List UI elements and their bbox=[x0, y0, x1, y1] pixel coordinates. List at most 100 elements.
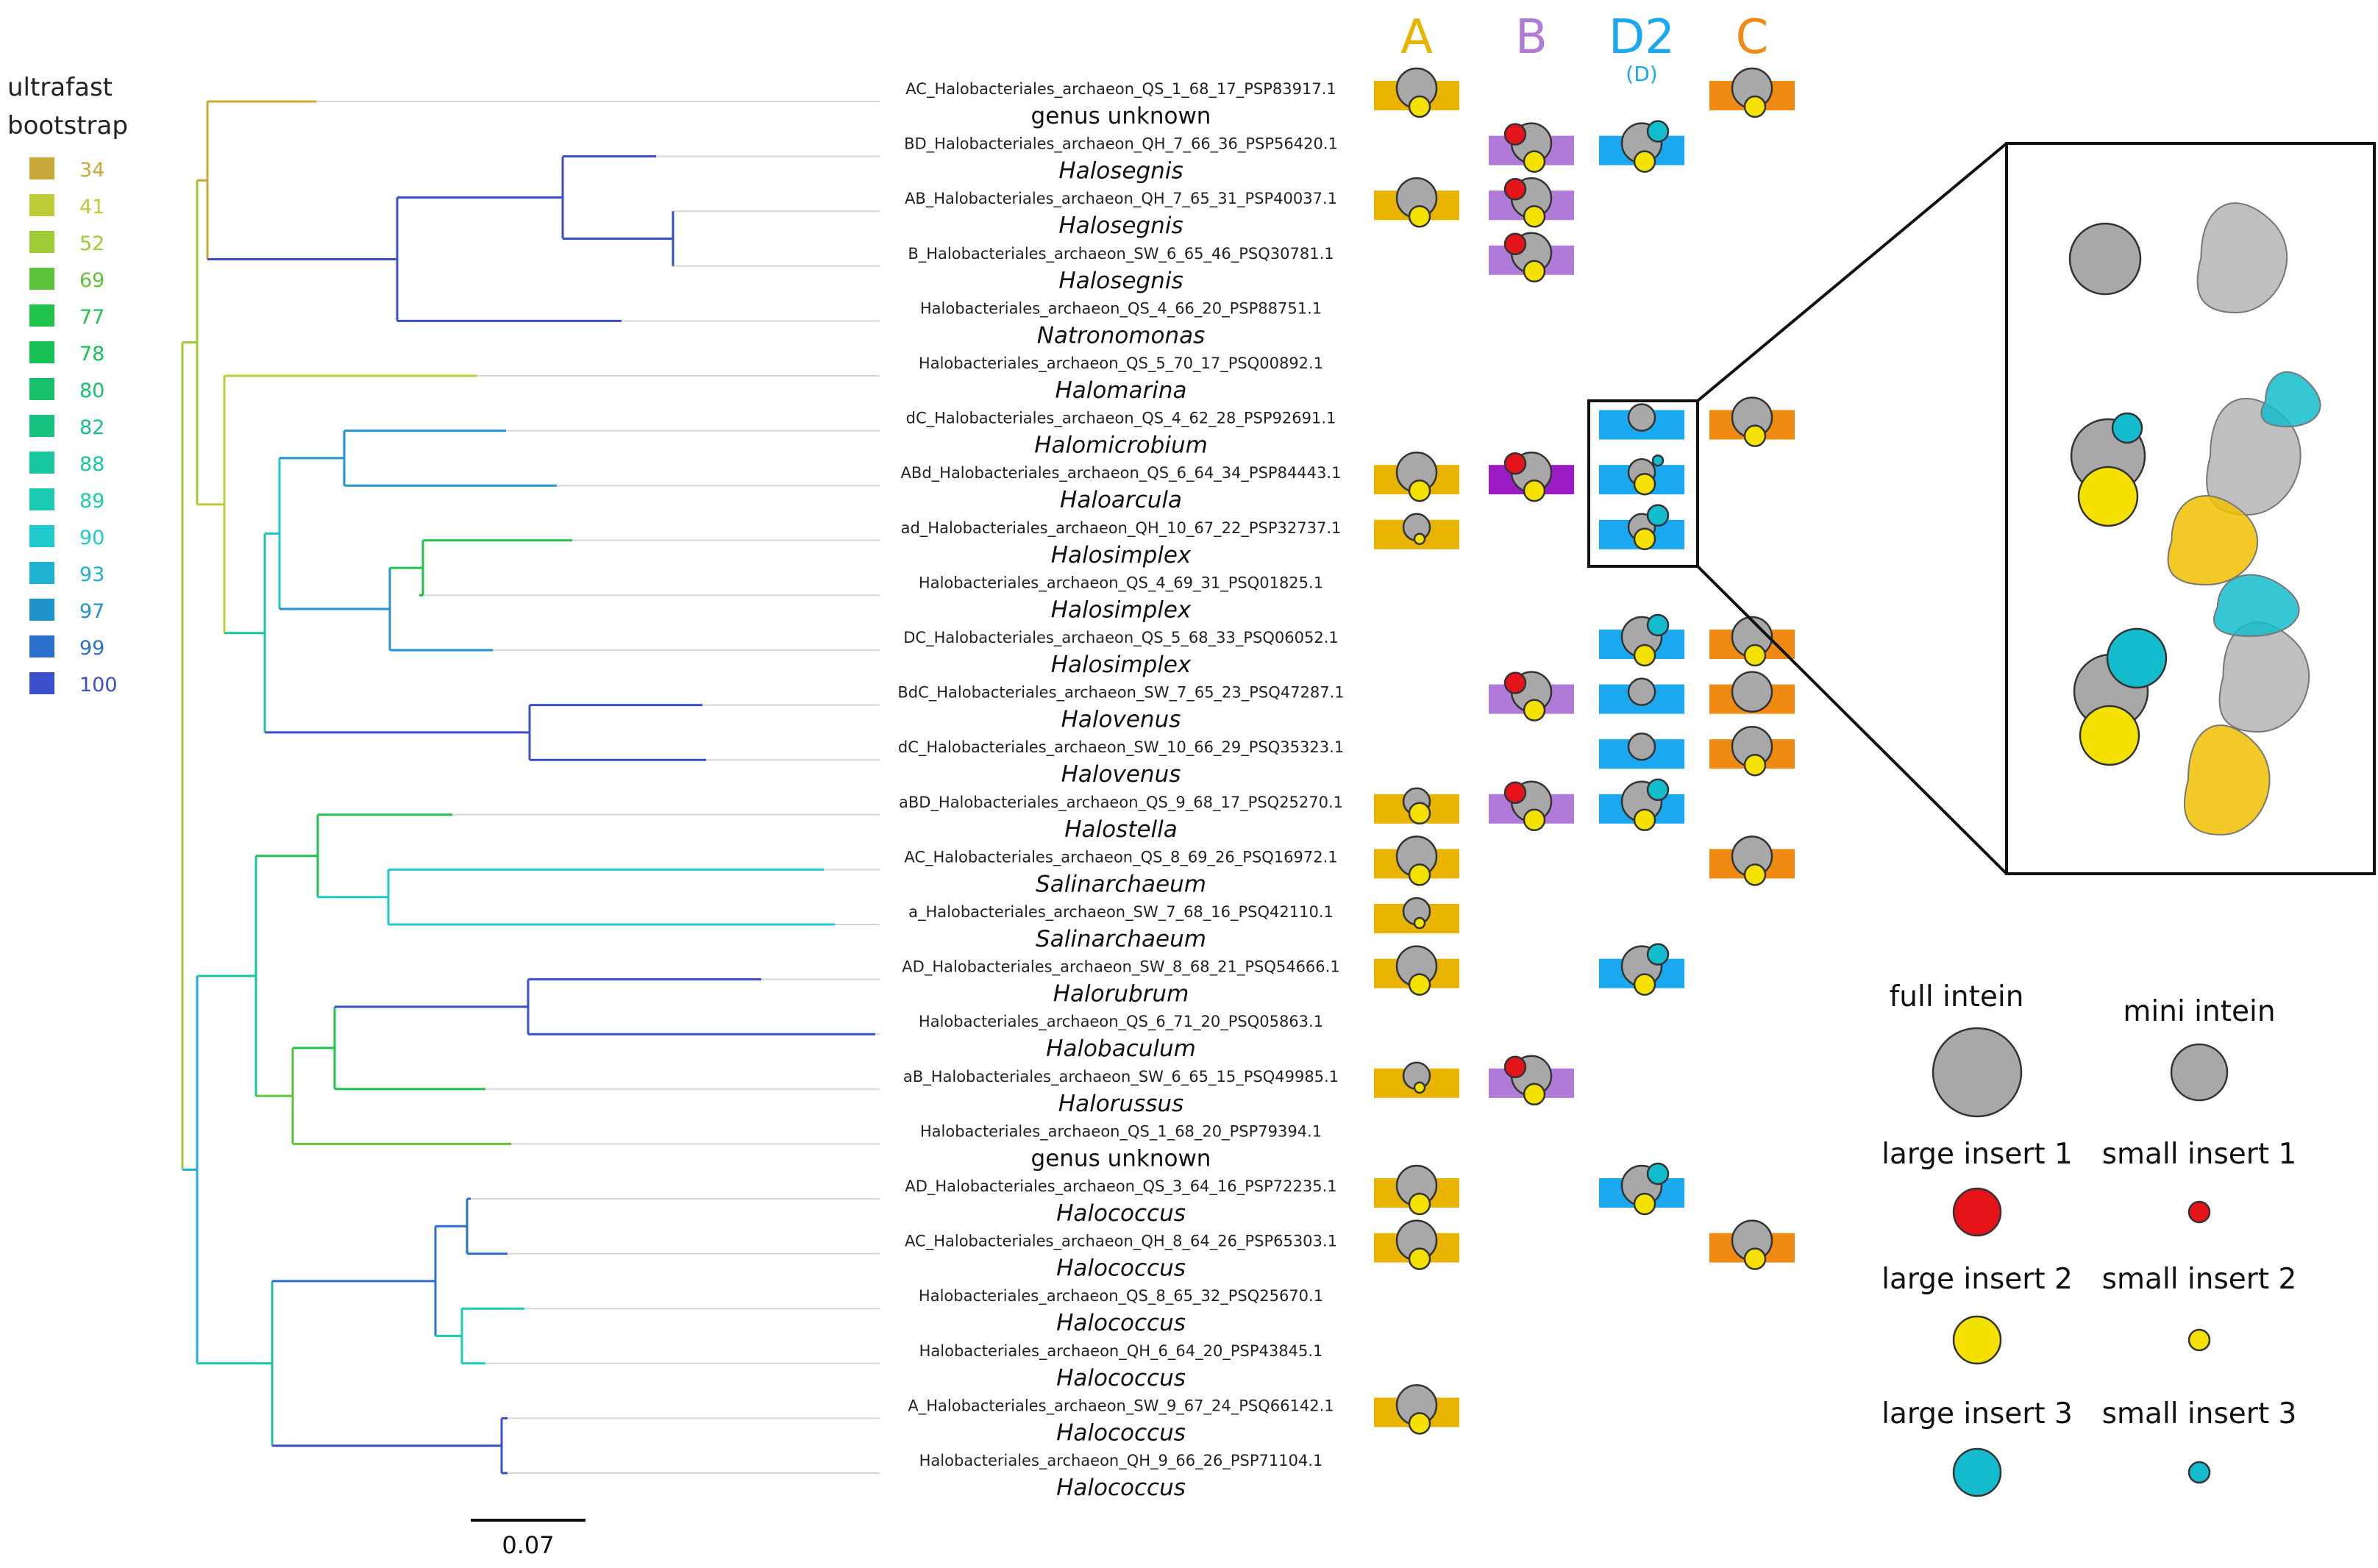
taxon-id: a_Halobacteriales_archaeon_SW_7_68_16_PS… bbox=[908, 903, 1334, 922]
insert-2 bbox=[1523, 479, 1546, 502]
insert-3 bbox=[1646, 120, 1670, 143]
intein-mark-A bbox=[1374, 513, 1459, 549]
intein-mark-A bbox=[1374, 835, 1459, 886]
insert-2 bbox=[1408, 863, 1431, 886]
legend-value: 52 bbox=[79, 232, 104, 255]
insert-2 bbox=[1413, 532, 1426, 546]
mini-intein bbox=[1627, 732, 1656, 761]
insert-2 bbox=[1523, 808, 1546, 832]
intein-mark-C bbox=[1709, 835, 1795, 886]
protein-structure-cyan bbox=[2260, 371, 2321, 428]
intein-mark-D bbox=[1599, 778, 1684, 832]
scale-bar-label: 0.07 bbox=[502, 1531, 554, 1559]
intein-mark-C bbox=[1709, 396, 1795, 447]
genus-name: Halosegnis bbox=[1058, 213, 1183, 239]
intein-mark-B bbox=[1489, 1055, 1574, 1106]
zoom-inset bbox=[1587, 142, 2376, 875]
zoom-full-intein bbox=[2068, 222, 2142, 296]
taxon-id: AC_Halobacteriales_archaeon_QS_8_69_26_P… bbox=[904, 848, 1337, 866]
insert-2 bbox=[1633, 1192, 1656, 1216]
intein-mark-C bbox=[1709, 725, 1795, 777]
intein-mark-A bbox=[1374, 897, 1459, 933]
legend-value: 90 bbox=[79, 527, 104, 549]
protein-structure-yellow bbox=[2167, 495, 2258, 586]
legend-value: 97 bbox=[79, 600, 104, 623]
intein-mark-D bbox=[1599, 504, 1684, 551]
insert-2 bbox=[1743, 95, 1767, 118]
intein-mark-B bbox=[1489, 780, 1574, 832]
insert-3 bbox=[1646, 1162, 1670, 1186]
genus-name: Natronomonas bbox=[1037, 322, 1206, 349]
legend-swatch bbox=[29, 341, 54, 363]
taxon-id: BdC_Halobacteriales_archaeon_SW_7_65_23_… bbox=[897, 684, 1344, 702]
intein-mark-D bbox=[1599, 677, 1684, 714]
genus-name: Halococcus bbox=[1056, 1200, 1186, 1227]
genus-name: Halococcus bbox=[1056, 1310, 1186, 1336]
intein-mark-C bbox=[1709, 616, 1795, 667]
intein-mark-A bbox=[1374, 67, 1459, 118]
key-small-insert-3-symbol bbox=[2187, 1461, 2211, 1484]
zoom-source-box bbox=[1587, 399, 1699, 568]
intein-mark-D bbox=[1599, 943, 1684, 996]
key-small-insert-2-label: small insert 2 bbox=[2102, 1263, 2297, 1296]
intein-mark-C bbox=[1709, 67, 1795, 118]
zoom-insert-2 bbox=[2077, 466, 2139, 527]
intein-mark-B bbox=[1489, 671, 1574, 721]
taxon-id: AC_Halobacteriales_archaeon_QS_1_68_17_P… bbox=[905, 80, 1336, 99]
genus-name: Halovenus bbox=[1061, 707, 1181, 733]
intein-mark-D bbox=[1599, 120, 1684, 173]
taxon-id: Halobacteriales_archaeon_QS_5_70_17_PSQ0… bbox=[919, 354, 1323, 373]
intein-mark-D bbox=[1599, 403, 1684, 440]
taxon-id: A_Halobacteriales_archaeon_SW_9_67_24_PS… bbox=[908, 1397, 1334, 1415]
key-full-intein-label: full intein bbox=[1890, 980, 2024, 1013]
insert-2 bbox=[1408, 802, 1431, 825]
insert-2 bbox=[1743, 424, 1767, 447]
intein-mark-B bbox=[1489, 177, 1574, 228]
genus-name: Halococcus bbox=[1056, 1475, 1186, 1501]
protein-structure-gray bbox=[2196, 202, 2288, 314]
insert-2 bbox=[1743, 644, 1767, 667]
taxon-id: ad_Halobacteriales_archaeon_QH_10_67_22_… bbox=[901, 519, 1342, 538]
insert-2 bbox=[1408, 1192, 1431, 1216]
genus-name: Halosimplex bbox=[1051, 652, 1192, 678]
taxon-id: Halobacteriales_archaeon_QS_6_71_20_PSQ0… bbox=[919, 1013, 1323, 1031]
key-large-insert-2-label: large insert 2 bbox=[1882, 1263, 2073, 1296]
zoom-insert-3 bbox=[2111, 412, 2143, 444]
legend-swatch bbox=[29, 231, 54, 253]
insert-2 bbox=[1413, 916, 1426, 930]
genus-name: Halomarina bbox=[1055, 377, 1186, 404]
zoom-line-top bbox=[1696, 142, 2008, 402]
legend-swatch bbox=[29, 562, 54, 584]
insert-1 bbox=[1503, 452, 1527, 475]
key-mini-intein-label: mini intein bbox=[2123, 995, 2275, 1028]
genus-name: Haloarcula bbox=[1060, 487, 1182, 513]
taxon-id: BD_Halobacteriales_archaeon_QH_7_66_36_P… bbox=[904, 135, 1338, 154]
insert-2 bbox=[1523, 204, 1546, 228]
genus-name: Salinarchaeum bbox=[1036, 871, 1206, 897]
intein-mark-C bbox=[1709, 671, 1795, 714]
intein-mark-A bbox=[1374, 787, 1459, 825]
taxon-id: Halobacteriales_archaeon_QH_9_66_26_PSP7… bbox=[919, 1452, 1323, 1470]
taxon-id: dC_Halobacteriales_archaeon_SW_10_66_29_… bbox=[898, 738, 1344, 757]
insert-3 bbox=[1646, 778, 1670, 802]
legend-value: 99 bbox=[79, 637, 104, 660]
phylogenetic-tree bbox=[181, 100, 880, 1475]
legend-value: 77 bbox=[79, 306, 104, 329]
insert-2 bbox=[1523, 150, 1546, 173]
intein-mark-B bbox=[1489, 451, 1574, 502]
legend-value: 34 bbox=[79, 159, 104, 182]
column-header-C: C bbox=[1736, 10, 1769, 65]
intein-mark-A bbox=[1374, 945, 1459, 996]
taxon-id: ABd_Halobacteriales_archaeon_QS_6_64_34_… bbox=[901, 464, 1342, 482]
legend-value: 78 bbox=[79, 343, 104, 366]
insert-2 bbox=[1633, 472, 1656, 496]
genus-name: genus unknown bbox=[1031, 1145, 1211, 1172]
intein-mark-D bbox=[1599, 454, 1684, 496]
column-header-A: A bbox=[1400, 10, 1433, 65]
intein-mark-A bbox=[1374, 1384, 1459, 1435]
taxon-id: aBD_Halobacteriales_archaeon_QS_9_68_17_… bbox=[899, 794, 1343, 812]
taxon-id: AD_Halobacteriales_archaeon_SW_8_68_21_P… bbox=[902, 958, 1339, 977]
genus-name: Halorussus bbox=[1058, 1091, 1183, 1117]
taxon-id: Halobacteriales_archaeon_QS_4_69_31_PSQ0… bbox=[919, 574, 1323, 592]
taxon-id: Halobacteriales_archaeon_QS_1_68_20_PSP7… bbox=[920, 1122, 1322, 1141]
